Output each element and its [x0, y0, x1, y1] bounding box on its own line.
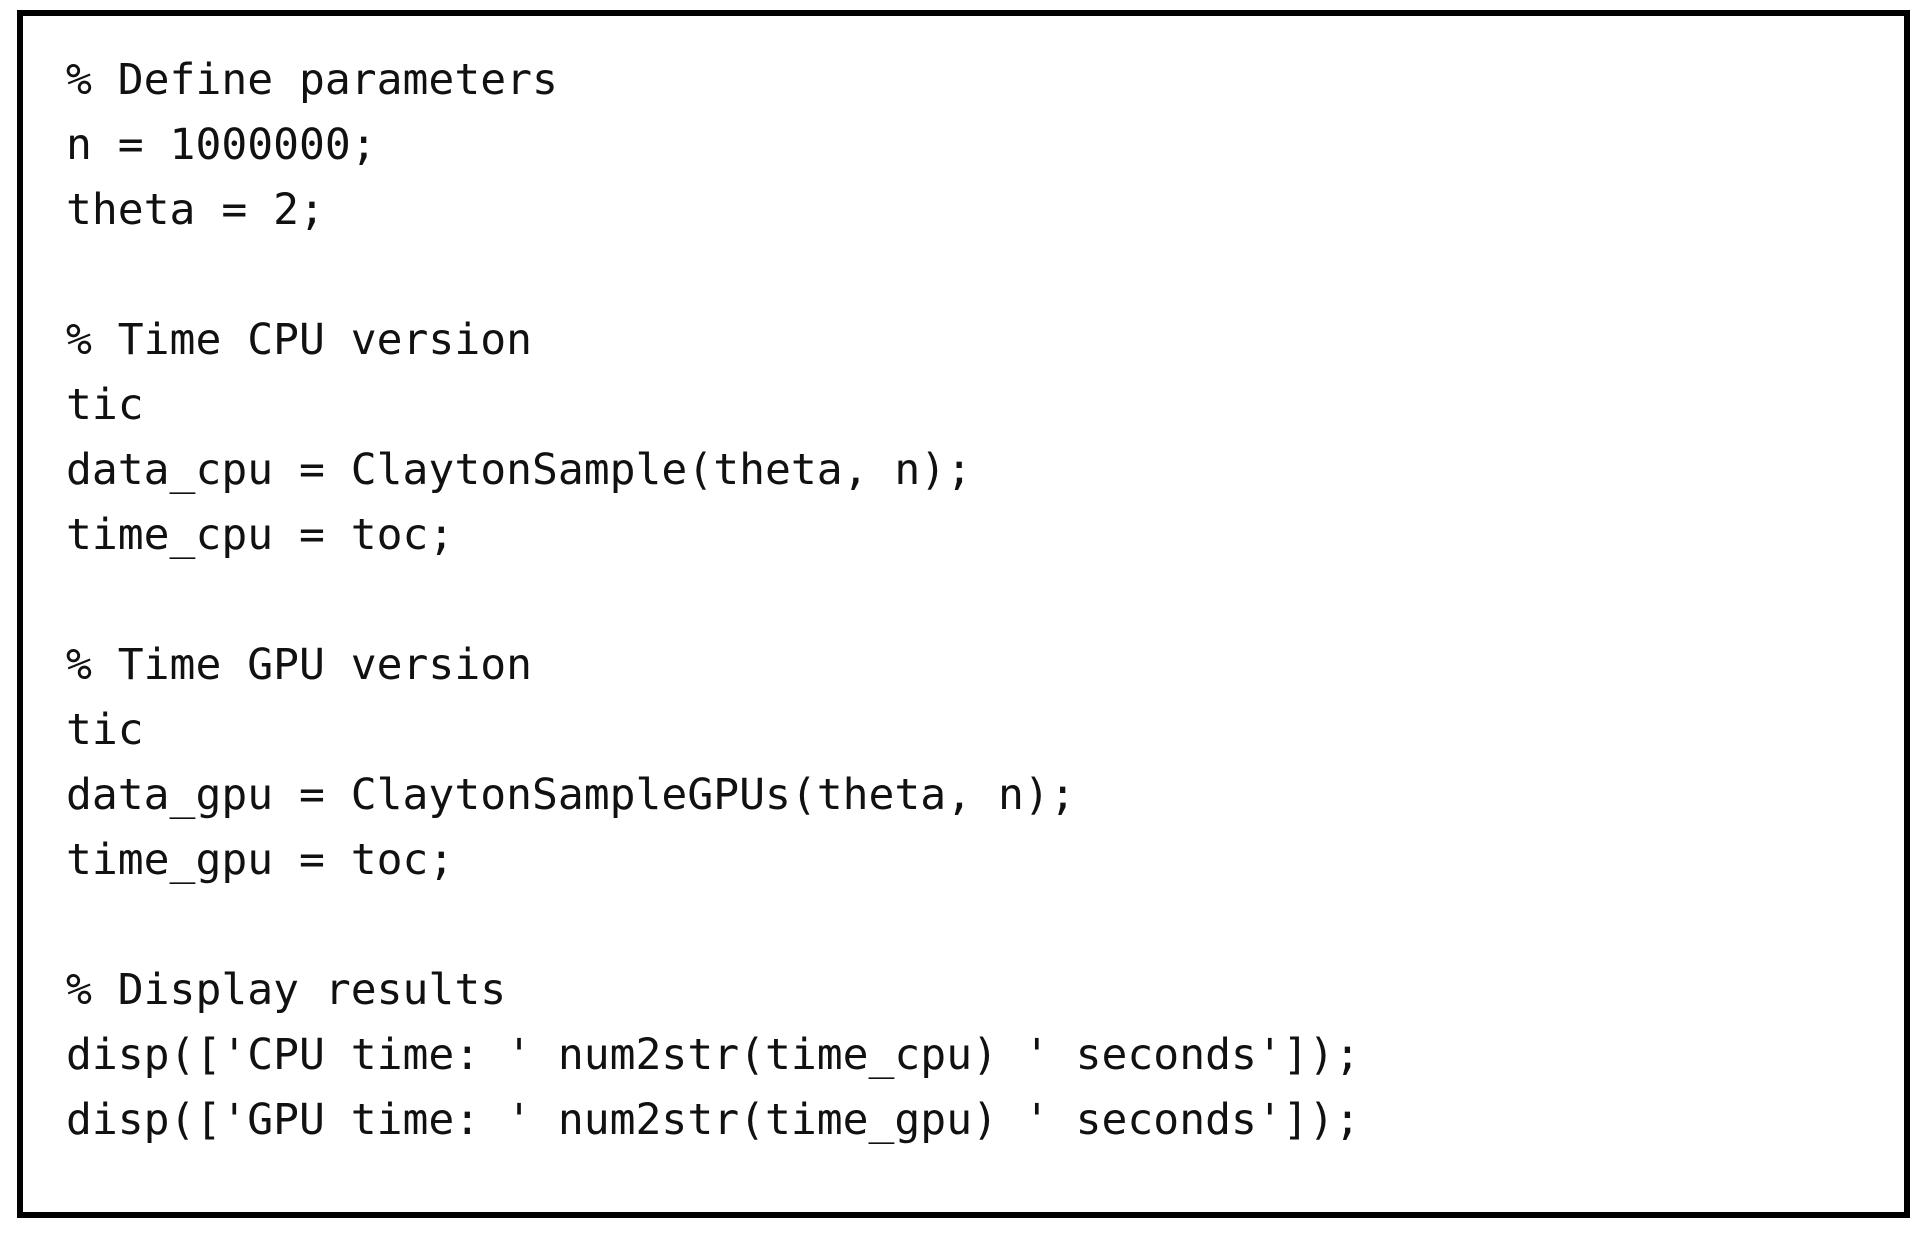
code-line-theta-assignment: theta = 2; [66, 185, 325, 235]
code-block: % Define parameters n = 1000000; theta = 2… [23, 16, 1904, 1153]
code-line-time-gpu: time_gpu = toc; [66, 835, 455, 885]
code-line-time-cpu: time_cpu = toc; [66, 510, 455, 560]
code-line-tic-cpu: tic [66, 380, 144, 430]
code-line-blank [66, 243, 1884, 308]
code-listing-box: % Define parameters n = 1000000; theta = 2… [17, 10, 1910, 1218]
code-line-n-assignment: n = 1000000; [66, 120, 377, 170]
code-line-data-gpu: data_gpu = ClaytonSampleGPUs(theta, n); [66, 770, 1076, 820]
code-line-comment-cpu: % Time CPU version [66, 315, 532, 365]
code-line-data-cpu: data_cpu = ClaytonSample(theta, n); [66, 445, 973, 495]
code-line-comment-define: % Define parameters [66, 55, 558, 105]
code-line-disp-cpu: disp(['CPU time: ' num2str(time_cpu) ' s… [66, 1030, 1361, 1080]
code-line-disp-gpu: disp(['GPU time: ' num2str(time_gpu) ' s… [66, 1095, 1361, 1145]
code-line-blank [66, 893, 1884, 958]
code-line-tic-gpu: tic [66, 705, 144, 755]
code-line-comment-gpu: % Time GPU version [66, 640, 532, 690]
code-line-blank [66, 568, 1884, 633]
code-line-comment-display: % Display results [66, 965, 507, 1015]
